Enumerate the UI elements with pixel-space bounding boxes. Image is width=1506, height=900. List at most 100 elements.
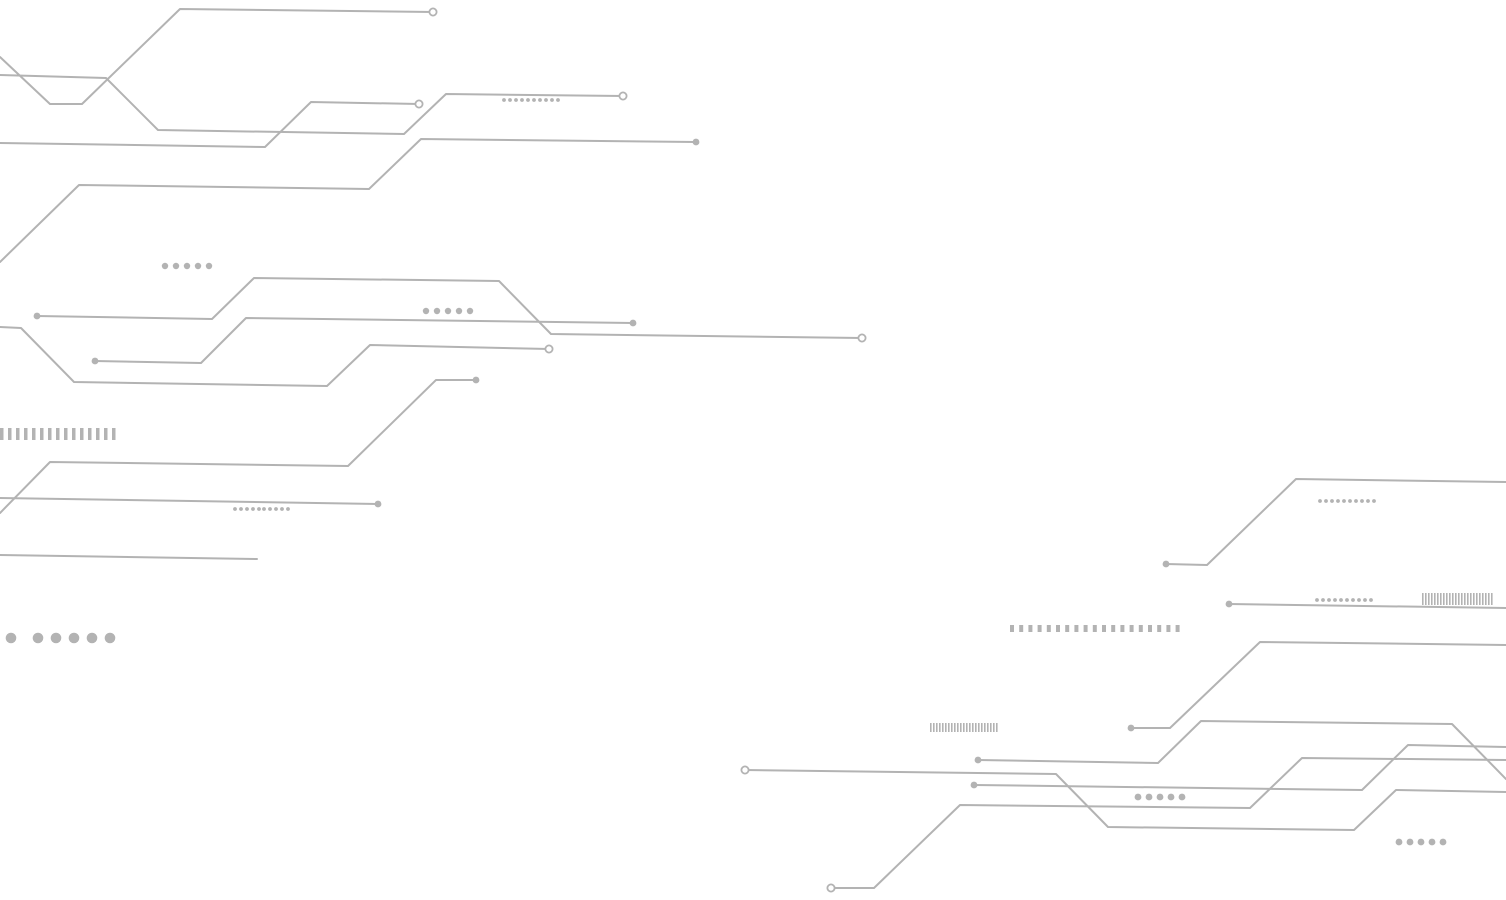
dot-marker	[550, 98, 554, 102]
bar-marker	[1148, 625, 1152, 632]
trace-pad	[91, 357, 99, 365]
bar-marker	[1485, 593, 1487, 605]
dot-marker	[1156, 793, 1164, 801]
bar-marker	[1422, 593, 1424, 605]
dot-marker	[1333, 598, 1337, 602]
bar-marker	[24, 428, 28, 440]
dot-marker	[68, 632, 80, 644]
bar-marker	[948, 723, 950, 732]
bar-marker	[8, 428, 12, 440]
bar-marker	[1476, 593, 1478, 605]
trace-pad-hollow	[428, 7, 438, 17]
dot-marker	[1366, 499, 1370, 503]
bar-marker	[966, 723, 968, 732]
trace-pad	[374, 500, 382, 508]
bar-marker	[16, 428, 20, 440]
bar-marker	[80, 428, 84, 440]
dot-marker	[544, 98, 548, 102]
dot-marker	[286, 507, 290, 511]
circuit-trace	[0, 138, 697, 263]
bar-marker	[942, 723, 944, 732]
bar-marker	[996, 723, 998, 732]
trace-pad-hollow	[618, 91, 628, 101]
trace-pad	[472, 376, 480, 384]
dot-marker	[538, 98, 542, 102]
dot-marker	[1417, 838, 1425, 846]
circuit-trace	[0, 326, 550, 387]
dot-marker	[1327, 598, 1331, 602]
circuit-trace	[0, 74, 624, 135]
bar-marker	[1120, 625, 1125, 632]
dot-marker	[274, 507, 278, 511]
bar-marker	[1470, 593, 1472, 605]
dot-marker	[1428, 838, 1436, 846]
dot-marker	[1330, 499, 1334, 503]
bar-marker	[1019, 625, 1024, 632]
bar-marker	[1455, 593, 1457, 605]
circuit-trace	[94, 317, 634, 364]
trace-pad	[33, 312, 41, 320]
circuit-trace	[744, 769, 1506, 831]
trace-pad	[1127, 724, 1135, 732]
circuit-trace	[0, 101, 420, 148]
bar-marker	[1166, 625, 1171, 632]
bar-marker	[32, 428, 36, 440]
bar-marker	[972, 723, 974, 732]
bar-marker	[1458, 593, 1460, 605]
bar-marker	[1010, 625, 1014, 632]
dot-marker	[1315, 598, 1319, 602]
bar-marker	[104, 428, 108, 440]
dot-marker	[532, 98, 536, 102]
dot-marker	[245, 507, 249, 511]
bar-marker	[72, 428, 76, 440]
dot-marker	[257, 507, 261, 511]
bar-marker	[963, 723, 965, 732]
bar-marker	[1425, 593, 1427, 605]
dot-marker	[1354, 499, 1358, 503]
bar-marker	[1175, 625, 1180, 632]
bar-marker	[954, 723, 956, 732]
bar-marker	[1092, 625, 1097, 632]
dot-marker	[233, 507, 237, 511]
dot-marker	[1178, 793, 1186, 801]
bar-marker	[88, 428, 92, 440]
bar-marker	[987, 723, 989, 732]
bar-marker	[1428, 593, 1430, 605]
dot-marker	[466, 307, 474, 315]
bar-marker	[64, 428, 68, 440]
trace-pad-hollow	[740, 765, 750, 775]
dot-marker	[205, 262, 213, 270]
dot-marker	[526, 98, 530, 102]
bar-marker	[1446, 593, 1448, 605]
bar-marker	[933, 723, 935, 732]
dot-marker	[433, 307, 441, 315]
circuit-trace	[1165, 478, 1506, 566]
bar-marker	[1431, 593, 1433, 605]
bar-marker	[936, 723, 938, 732]
dot-marker	[1357, 598, 1361, 602]
dot-marker	[556, 98, 560, 102]
dot-marker	[1351, 598, 1355, 602]
circuit-trace	[1228, 603, 1506, 609]
bar-marker	[1440, 593, 1442, 605]
bar-marker	[1083, 625, 1088, 632]
circuit-trace	[1130, 641, 1506, 729]
dot-marker	[1339, 598, 1343, 602]
dot-marker	[520, 98, 524, 102]
bar-marker	[40, 428, 44, 440]
circuit-trace	[36, 277, 863, 339]
bar-marker	[1479, 593, 1481, 605]
bar-marker	[1046, 625, 1051, 632]
dot-marker	[86, 632, 98, 644]
dot-marker	[280, 507, 284, 511]
dot-marker	[422, 307, 430, 315]
dot-marker	[1369, 598, 1373, 602]
bar-marker	[990, 723, 992, 732]
circuit-trace	[0, 8, 434, 105]
dot-marker	[444, 307, 452, 315]
dot-marker	[251, 507, 255, 511]
bar-marker	[1449, 593, 1451, 605]
trace-pad	[629, 319, 637, 327]
trace-pad	[1162, 560, 1170, 568]
